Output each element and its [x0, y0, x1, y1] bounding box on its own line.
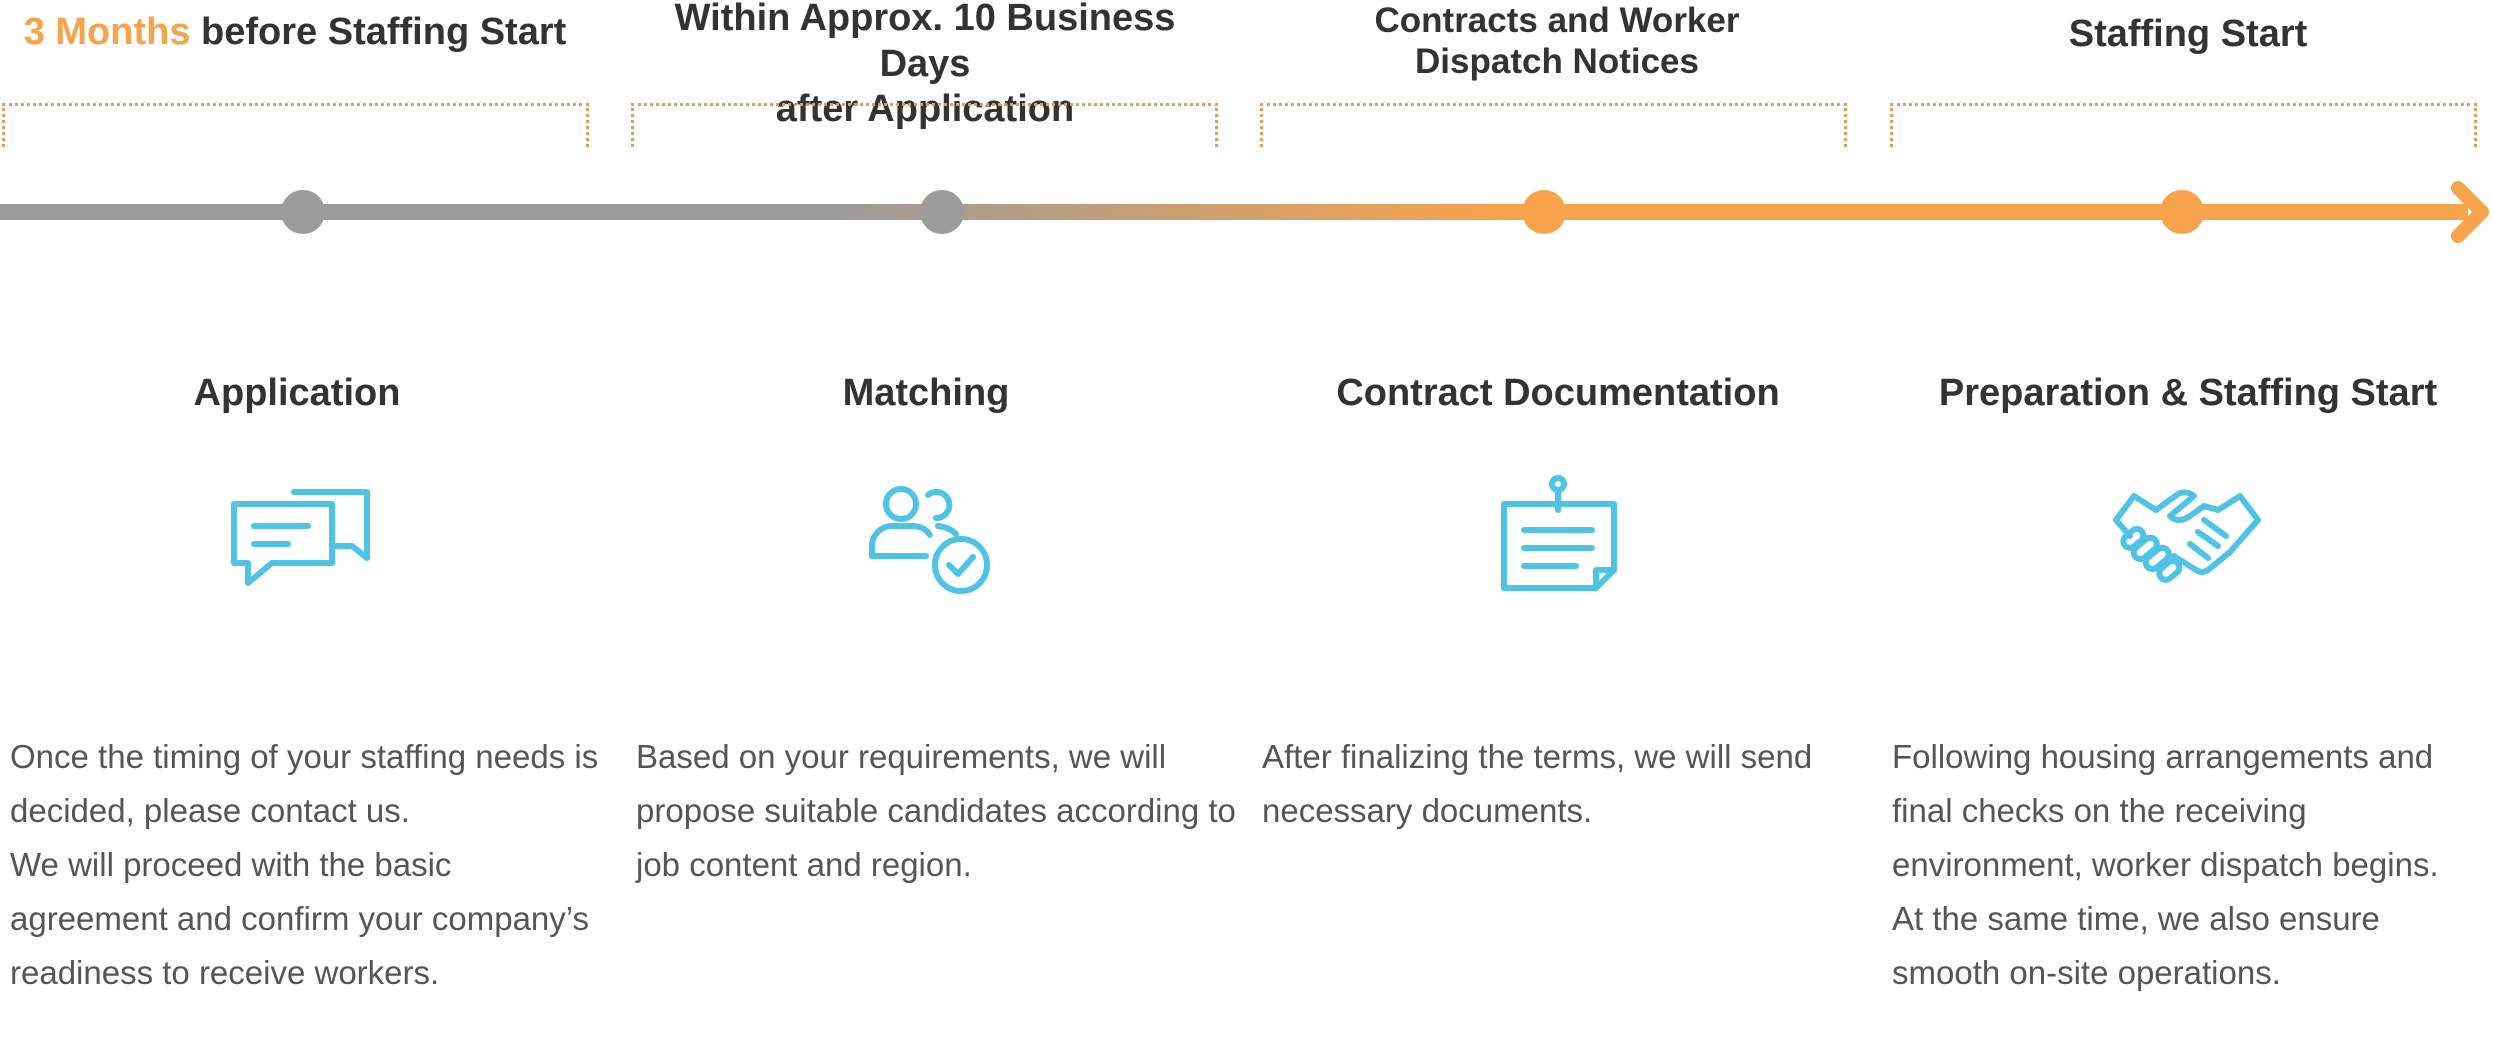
- handshake-icon: [2112, 470, 2262, 600]
- timeline-node-2: [920, 190, 964, 234]
- description-paragraph: Following housing arrangements and final…: [1892, 738, 2439, 883]
- timeline: [0, 181, 2489, 243]
- document-pin-icon: [1482, 470, 1632, 600]
- bracket-phase-1: [2, 103, 589, 147]
- description-paragraph: After finalizing the terms, we will send…: [1262, 738, 1813, 829]
- header-phase-1: 3 Months before Staffing Start: [0, 10, 590, 56]
- header-phase-2: Within Approx. 10 Business Days after Ap…: [630, 0, 1220, 133]
- description-paragraph: We will proceed with the basic agreement…: [10, 846, 590, 991]
- header-phase-1-highlight: 3 Months: [23, 11, 191, 53]
- bracket-phase-4: [1890, 103, 2477, 147]
- description-paragraph: Once the timing of your staffing needs i…: [10, 738, 599, 829]
- timeline-node-3: [1522, 190, 1566, 234]
- description-paragraph: Based on your requirements, we will prop…: [636, 738, 1236, 883]
- header-phase-3: Contracts and Worker Dispatch Notices: [1262, 0, 1852, 83]
- step-description-preparation: Following housing arrangements and final…: [1892, 730, 2492, 1000]
- header-phase-1-text: before Staffing Start: [190, 11, 567, 53]
- timeline-line: [0, 204, 2468, 220]
- timeline-arrowhead: [2451, 181, 2489, 243]
- timeline-node-4: [2160, 190, 2204, 234]
- chat-bubbles-icon: [222, 470, 372, 600]
- bracket-phase-3: [1260, 103, 1847, 147]
- timeline-node-1: [281, 190, 325, 234]
- person-check-icon: [852, 470, 1002, 600]
- step-title-contract: Contract Documentation: [1336, 372, 1780, 414]
- header-phase-3-line2: Dispatch Notices: [1415, 42, 1699, 82]
- bracket-phase-2: [631, 103, 1218, 147]
- header-phase-4: Staffing Start: [1893, 12, 2483, 58]
- step-title-application: Application: [193, 372, 401, 414]
- step-description-contract: After finalizing the terms, we will send…: [1262, 730, 1862, 838]
- header-phase-2-line2: after Application: [775, 88, 1075, 131]
- step-title-preparation: Preparation & Staffing Start: [1938, 372, 2438, 414]
- header-phase-3-line1: Contracts and Worker: [1374, 1, 1740, 40]
- description-paragraph: At the same time, we also ensure smooth …: [1892, 900, 2380, 991]
- step-title-matching: Matching: [842, 372, 1010, 414]
- header-phase-2-line1: Within Approx. 10 Business Days: [674, 0, 1176, 85]
- step-description-application: Once the timing of your staffing needs i…: [10, 730, 610, 1000]
- step-description-matching: Based on your requirements, we will prop…: [636, 730, 1236, 892]
- header-phase-4-text: Staffing Start: [2068, 13, 2308, 55]
